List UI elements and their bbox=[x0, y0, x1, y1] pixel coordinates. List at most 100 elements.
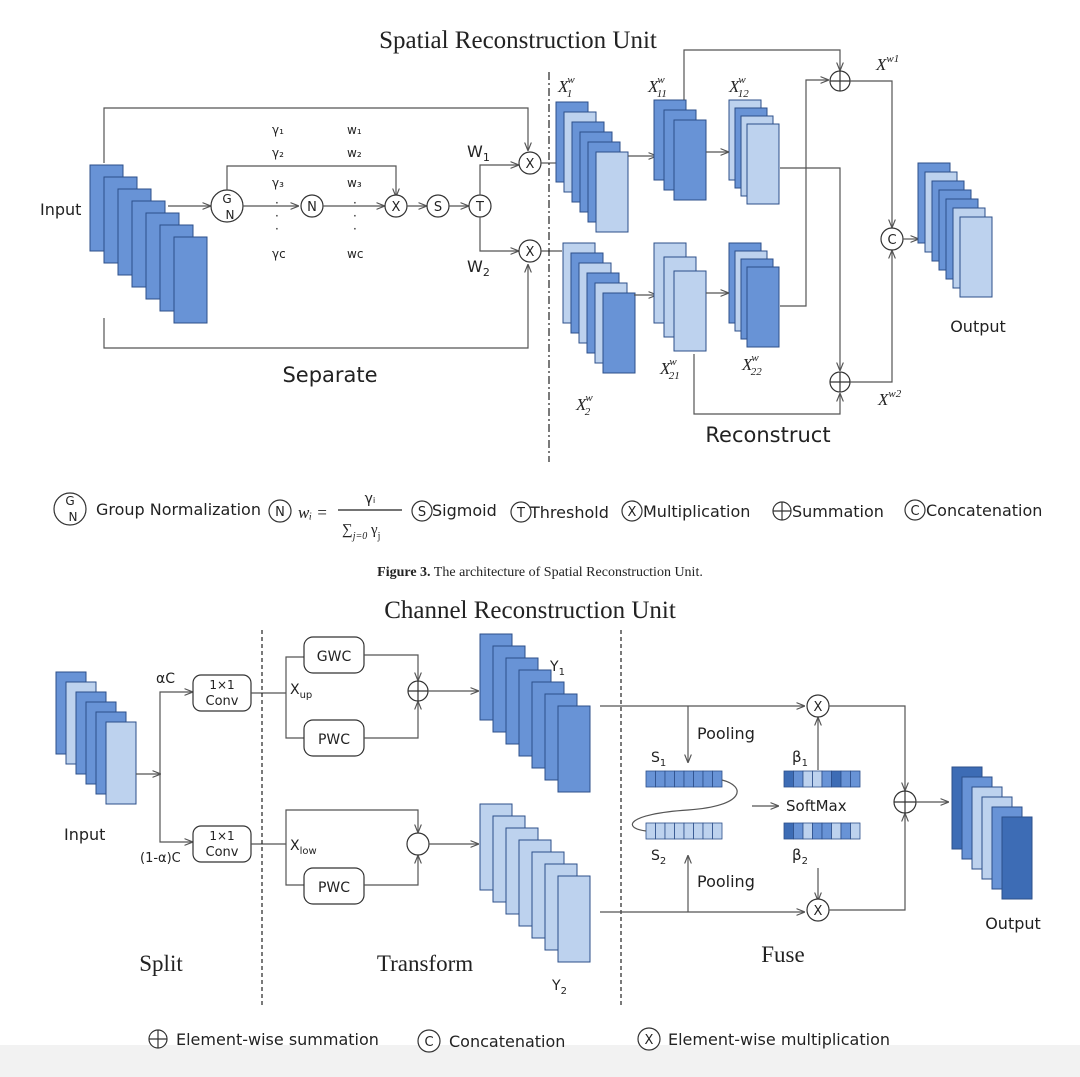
lower-multiply-operator: X bbox=[518, 239, 542, 263]
vector-cell bbox=[793, 822, 804, 840]
separate-label: Separate bbox=[282, 363, 377, 387]
footer-band bbox=[0, 1045, 1080, 1077]
feature-map-plate bbox=[959, 216, 993, 298]
svg-text:X: X bbox=[814, 904, 823, 919]
vector-cell bbox=[712, 770, 723, 788]
upper-multiply-operator: X bbox=[518, 151, 542, 175]
svg-text:·: · bbox=[275, 196, 279, 210]
threshold-operator: T bbox=[468, 194, 492, 218]
vector-cell bbox=[664, 822, 675, 840]
one-minus-alpha-c-label: (1-α)C bbox=[140, 851, 181, 866]
lower-pooling-label: Pooling bbox=[697, 872, 755, 891]
cru-legend: Element-wise summation C Concatenation X… bbox=[148, 1027, 890, 1053]
vector-cell bbox=[802, 770, 813, 788]
vector-cell bbox=[674, 770, 685, 788]
upper-conv-box: 1×1 Conv bbox=[192, 674, 252, 712]
cru-legend-concat-label: Concatenation bbox=[449, 1032, 565, 1051]
vector-cell bbox=[712, 822, 723, 840]
vector-cell bbox=[702, 770, 713, 788]
cru-legend-multiply-icon: X bbox=[637, 1027, 661, 1051]
vector-cell bbox=[674, 822, 685, 840]
svg-text:·: · bbox=[353, 222, 357, 236]
upper-summation-operator bbox=[829, 70, 851, 92]
svg-text:PWC: PWC bbox=[318, 732, 350, 748]
legend-concat-icon: C bbox=[904, 499, 926, 521]
svg-text:Conv: Conv bbox=[206, 694, 239, 709]
beta2-label: β2 bbox=[792, 846, 808, 867]
svg-text:X: X bbox=[628, 505, 637, 520]
x22w-stack bbox=[728, 242, 780, 348]
vector-cell bbox=[831, 770, 842, 788]
gwc-box: GWC bbox=[303, 636, 365, 674]
cru-output-label: Output bbox=[985, 914, 1041, 933]
vector-cell bbox=[850, 770, 861, 788]
svg-text:T: T bbox=[516, 506, 525, 521]
svg-text:G: G bbox=[65, 494, 74, 508]
sru-multiply-operator: X bbox=[384, 194, 408, 218]
alpha-c-label: αC bbox=[156, 671, 175, 687]
w-3: w₃ bbox=[347, 176, 362, 190]
lower-pwc-box: PWC bbox=[303, 867, 365, 905]
svg-text:X: X bbox=[526, 157, 535, 172]
s1-vector bbox=[645, 770, 723, 788]
vector-cell bbox=[812, 770, 823, 788]
svg-text:GWC: GWC bbox=[317, 649, 352, 665]
vector-cell bbox=[793, 770, 804, 788]
legend-gn-icon: G N bbox=[53, 492, 87, 526]
w-2: w₂ bbox=[347, 146, 362, 160]
vector-cell bbox=[645, 822, 656, 840]
beta2-vector bbox=[783, 822, 861, 840]
cru-lower-multiply-operator: X bbox=[806, 898, 830, 922]
feature-map-plate bbox=[595, 151, 629, 233]
cru-output-stack bbox=[951, 766, 1033, 900]
xw1-label: Xw1 bbox=[875, 53, 899, 74]
vector-cell bbox=[850, 822, 861, 840]
vector-cell bbox=[683, 822, 694, 840]
svg-text:S: S bbox=[434, 200, 442, 215]
vector-cell bbox=[655, 822, 666, 840]
vector-cell bbox=[840, 770, 851, 788]
vector-cell bbox=[683, 770, 694, 788]
legend-multiply-label: Multiplication bbox=[643, 502, 750, 521]
vector-cell bbox=[693, 770, 704, 788]
vector-cell bbox=[664, 770, 675, 788]
vector-cell bbox=[645, 770, 656, 788]
w-labels: w₁ w₂ w₃ · · · wc bbox=[347, 123, 363, 261]
x-low-label: Xlow bbox=[290, 838, 317, 857]
feature-map-plate bbox=[557, 875, 591, 963]
vector-cell bbox=[693, 822, 704, 840]
w-c: wc bbox=[347, 247, 363, 261]
cru-legend-summation-icon bbox=[148, 1029, 168, 1049]
gamma-3: γ₃ bbox=[272, 176, 284, 190]
legend-threshold-icon: T bbox=[510, 501, 532, 523]
x2w-stack bbox=[562, 242, 636, 374]
feature-map-plate bbox=[673, 119, 707, 201]
svg-text:N: N bbox=[226, 208, 235, 222]
vector-cell bbox=[783, 822, 794, 840]
vector-cell bbox=[783, 770, 794, 788]
cru-summation-operator bbox=[407, 680, 429, 702]
vector-cell bbox=[702, 822, 713, 840]
sru-legend: G N Group Normalization N wᵢ = γᵢ ∑j=0 γ… bbox=[53, 491, 1042, 542]
cru-input-stack bbox=[55, 671, 137, 805]
feature-map-plate bbox=[673, 270, 707, 352]
feature-map-plate bbox=[746, 266, 780, 348]
w1-label: W1 bbox=[467, 142, 490, 164]
feature-map-plate bbox=[173, 236, 208, 324]
legend-sigmoid-icon: S bbox=[411, 500, 433, 522]
x21w-stack bbox=[653, 242, 707, 352]
s1-label: S1 bbox=[651, 750, 666, 769]
legend-wi-num: γᵢ bbox=[365, 491, 376, 507]
legend-n-icon: N bbox=[268, 499, 292, 523]
cru-title: Channel Reconstruction Unit bbox=[384, 597, 676, 624]
s2-label: S2 bbox=[651, 848, 666, 867]
svg-text:N: N bbox=[275, 505, 285, 520]
vector-cell bbox=[802, 822, 813, 840]
svg-text:T: T bbox=[475, 200, 484, 215]
legend-gn-label: Group Normalization bbox=[96, 500, 261, 519]
